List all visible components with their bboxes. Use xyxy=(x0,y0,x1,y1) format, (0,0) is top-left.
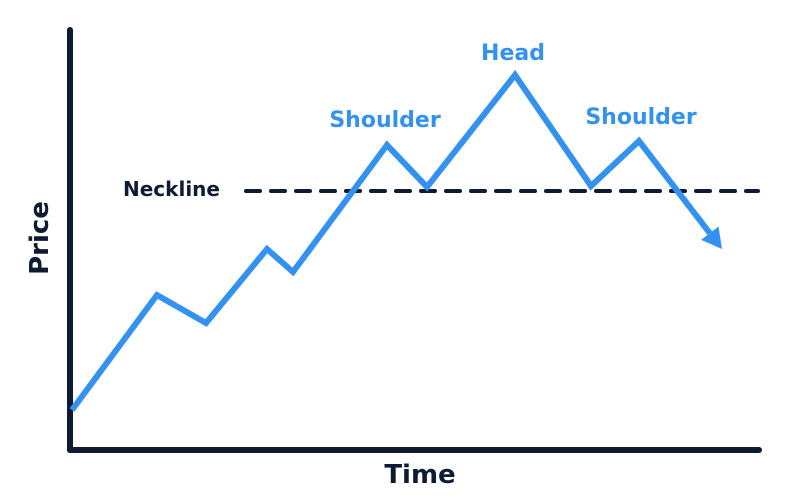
head-label: Head xyxy=(481,41,545,66)
right-shoulder-label: Shoulder xyxy=(585,105,697,130)
x-axis-label: Time xyxy=(384,460,456,490)
left-shoulder-label: Shoulder xyxy=(329,108,441,133)
neckline-label: Neckline xyxy=(123,177,220,201)
price-line xyxy=(69,69,713,412)
y-axis-label: Price xyxy=(25,201,55,275)
arrowhead-down-icon xyxy=(701,226,722,249)
